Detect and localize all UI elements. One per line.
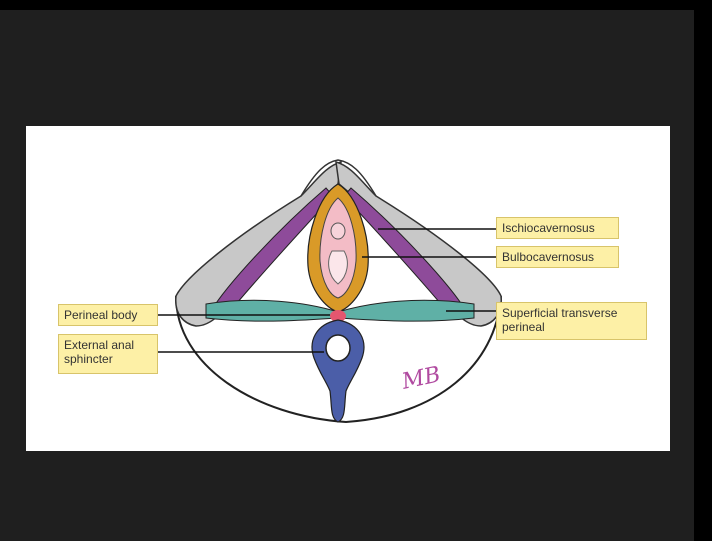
right-border [694,0,712,541]
label-perineal-body: Perineal body [58,304,158,326]
label-external-anal-sphincter: External anal sphincter [58,334,158,374]
top-border [0,0,712,10]
perineum-illustration [26,126,670,451]
anatomy-slide: Ischiocavernosus Bulbocavernosus Superfi… [26,126,670,451]
anal-opening [326,335,350,361]
label-ischiocavernosus: Ischiocavernosus [496,217,619,239]
label-superficial-transverse-perineal: Superficial transverse perineal [496,302,647,340]
label-bulbocavernosus: Bulbocavernosus [496,246,619,268]
urethral-opening [331,223,345,239]
